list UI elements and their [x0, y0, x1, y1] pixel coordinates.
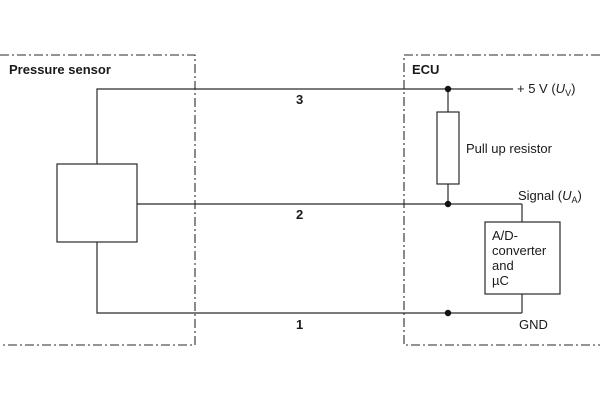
junction-ground	[444, 309, 452, 317]
sensor-enclosure	[0, 54, 196, 346]
pin-3-label: 3	[296, 92, 303, 107]
resistor-label: Pull up resistor	[466, 141, 553, 156]
pull-up-resistor	[436, 111, 460, 185]
ecu-label: ECU	[412, 62, 439, 77]
junction-supply	[444, 85, 452, 93]
ecu-enclosure	[403, 54, 600, 346]
wire-1	[96, 242, 522, 314]
supply-label: + 5 V (UV)	[517, 81, 575, 98]
pin-2-label: 2	[296, 207, 303, 222]
signal-label: Signal (UA)	[518, 188, 582, 205]
wire-3	[96, 88, 513, 164]
adc-label: A/D- converter and µC	[492, 228, 550, 288]
sensor-label: Pressure sensor	[9, 62, 111, 77]
sensor-element	[56, 163, 138, 243]
junction-signal	[444, 200, 452, 208]
pin-1-label: 1	[296, 317, 303, 332]
gnd-label: GND	[519, 317, 548, 332]
